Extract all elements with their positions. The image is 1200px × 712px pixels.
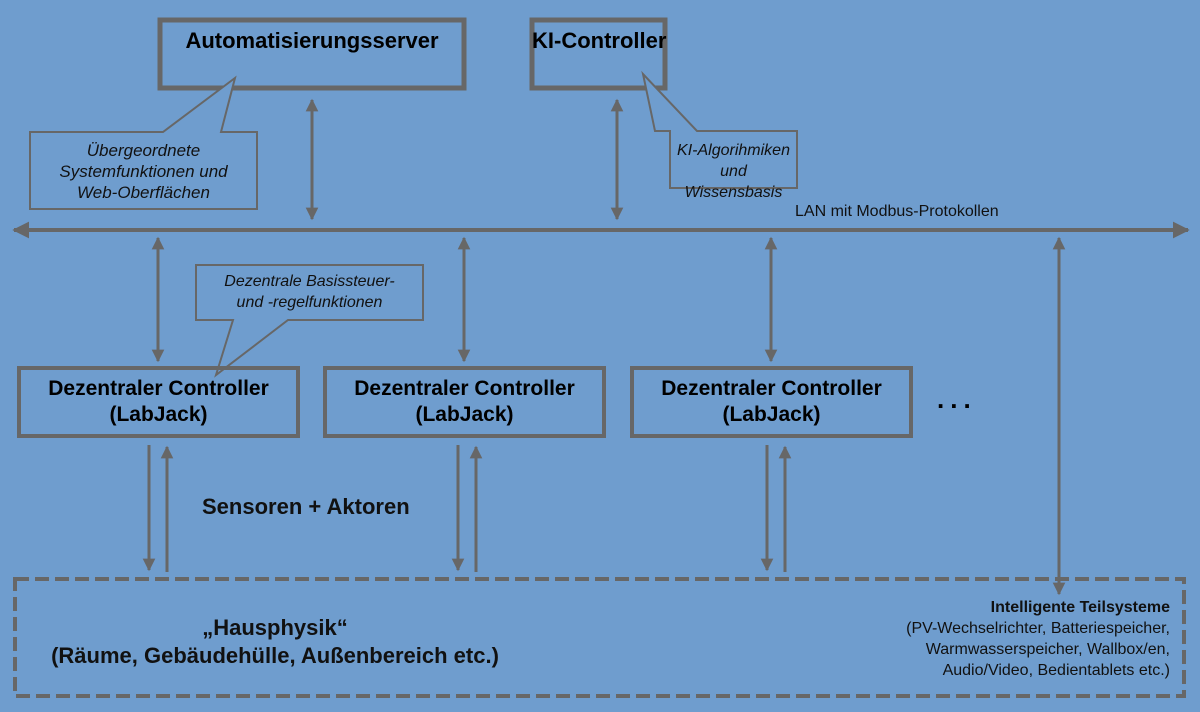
controller-callout-line: Dezentrale Basissteuer-: [224, 273, 395, 290]
controller-name: Dezentraler Controller: [48, 377, 269, 400]
controller-box-3: [630, 366, 913, 438]
server-callout-bubble: [29, 75, 258, 210]
house-physics-label: „Hausphysik“ (Räume, Gebäudehülle, Außen…: [20, 614, 530, 670]
ai-callout-text: KI-Algorihmiken und Wissensbasis: [670, 140, 797, 203]
controller-label-1: Dezentraler Controller (LabJack): [19, 376, 298, 428]
controller-name: Dezentraler Controller: [354, 377, 575, 400]
automation-server-label: Automatisierungsserver: [185, 28, 439, 53]
intelligent-subsystems-line: Warmwasserspeicher, Wallbox/en,: [925, 641, 1170, 658]
server-callout-text: Übergeordnete Systemfunktionen und Web-O…: [30, 140, 257, 203]
controller-box-2: [323, 366, 606, 438]
controller-callout-bubble: [195, 264, 424, 378]
controller-label-3: Dezentraler Controller (LabJack): [632, 376, 911, 428]
server-callout-line: Web-Oberflächen: [77, 183, 210, 202]
automation-server-box: [157, 17, 467, 91]
ai-controller-label: KI-Controller: [532, 28, 667, 53]
controller-box-1: [17, 366, 300, 438]
controller-name: Dezentraler Controller: [661, 377, 882, 400]
controller-callout-line: und -regelfunktionen: [236, 294, 383, 311]
house-physics-subtitle: (Räume, Gebäudehülle, Außenbereich etc.): [51, 643, 499, 668]
more-controllers-ellipsis: ...: [937, 384, 977, 414]
intelligent-subsystems-line: (PV-Wechselrichter, Batteriespeicher,: [906, 620, 1170, 637]
intelligent-subsystems-label: Intelligente Teilsysteme (PV-Wechselrich…: [820, 597, 1170, 681]
intelligent-subsystems-title: Intelligente Teilsysteme: [990, 599, 1170, 616]
controller-type: (LabJack): [109, 403, 208, 426]
sensors-actors-label: Sensoren + Aktoren: [202, 494, 410, 519]
controller-type: (LabJack): [722, 403, 821, 426]
ai-controller-box: [529, 17, 668, 91]
lan-bus-label: LAN mit Modbus-Protokollen: [795, 203, 999, 220]
house-physics-dashed-box: [13, 577, 1186, 698]
server-callout-line: Übergeordnete: [86, 141, 201, 160]
controller-callout-text: Dezentrale Basissteuer- und -regelfunkti…: [196, 271, 423, 313]
controller-type: (LabJack): [415, 403, 514, 426]
ai-callout-line: Wissensbasis: [684, 184, 783, 201]
ai-callout-bubble: [641, 70, 798, 189]
house-physics-title: „Hausphysik“: [202, 615, 348, 640]
server-callout-line: Systemfunktionen und: [59, 162, 228, 181]
intelligent-subsystems-line: Audio/Video, Bedientablets etc.): [942, 662, 1170, 679]
ai-callout-line: KI-Algorihmiken und: [677, 142, 790, 180]
controller-label-2: Dezentraler Controller (LabJack): [325, 376, 604, 428]
